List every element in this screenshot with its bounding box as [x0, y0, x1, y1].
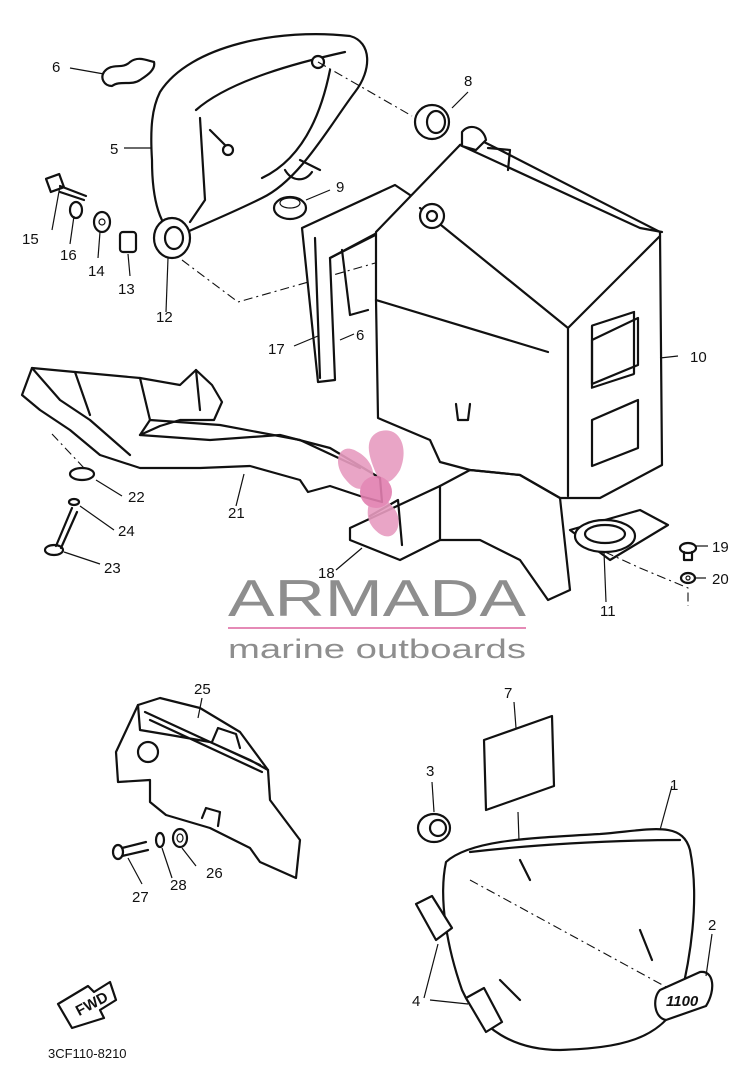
label-7: 7: [504, 685, 512, 702]
part-24-washer[interactable]: [67, 497, 81, 507]
part-6-gasket[interactable]: [101, 57, 156, 88]
label-24: 24: [118, 523, 135, 540]
label-2: 2: [708, 917, 716, 934]
part-number-labels: 6 5 8 9 15 16 14 13 12 17 6 10 21 22 24 …: [22, 59, 729, 1010]
part-4-blocks[interactable]: [414, 894, 504, 1034]
label-8: 8: [464, 73, 472, 90]
label-10: 10: [690, 349, 707, 366]
label-11: 11: [600, 603, 616, 620]
label-20: 20: [712, 571, 729, 588]
part-26-grommet[interactable]: [171, 827, 189, 849]
fwd-arrow-badge: FWD: [56, 980, 118, 1030]
part-2-emblem[interactable]: 1100: [654, 970, 714, 1022]
label-6b: 6: [356, 327, 364, 344]
part-9-damper[interactable]: [272, 195, 308, 221]
label-9: 9: [336, 179, 344, 196]
part-10-battery-box[interactable]: [374, 125, 664, 500]
label-1: 1: [670, 777, 678, 794]
part-28-washer[interactable]: [154, 831, 166, 849]
part-12-grommet[interactable]: [152, 216, 192, 260]
label-13: 13: [118, 281, 135, 298]
part-16-washer[interactable]: [68, 200, 84, 220]
part-14-washer[interactable]: [92, 210, 112, 234]
label-19: 19: [712, 539, 729, 556]
part-19-bolt[interactable]: [678, 541, 698, 562]
part-22-clip[interactable]: [68, 466, 96, 482]
label-5: 5: [110, 141, 118, 158]
label-27: 27: [132, 889, 149, 906]
part-7-label[interactable]: [482, 714, 556, 812]
emblem-text: 1100: [666, 993, 699, 1010]
part-27-bolt[interactable]: [111, 840, 150, 861]
label-16: 16: [60, 247, 77, 264]
label-6: 6: [52, 59, 60, 76]
label-17: 17: [268, 341, 285, 358]
label-3: 3: [426, 763, 434, 780]
part-1-side-cover[interactable]: [442, 828, 696, 1052]
brand-name: ARMADA: [228, 570, 526, 628]
label-28: 28: [170, 877, 187, 894]
label-25: 25: [194, 681, 211, 698]
part-21-duct[interactable]: [20, 366, 384, 504]
part-15-bolt[interactable]: [44, 172, 88, 202]
part-13-collar[interactable]: [118, 230, 138, 254]
brand-tagline: marine outboards: [228, 634, 526, 664]
diagram-code: 3CF110-8210: [48, 1046, 127, 1061]
part-23-screw[interactable]: [43, 506, 79, 557]
label-23: 23: [104, 560, 121, 577]
label-22: 22: [128, 489, 145, 506]
label-12: 12: [156, 309, 173, 326]
part-8-grommet[interactable]: [413, 103, 451, 141]
label-21: 21: [228, 505, 245, 522]
part-25-lower-cover[interactable]: [114, 696, 302, 880]
label-18: 18: [318, 565, 335, 582]
part-3-grommet[interactable]: [416, 812, 452, 844]
label-4: 4: [412, 993, 420, 1010]
label-26: 26: [206, 865, 223, 882]
armada-watermark: ARMADA marine outboards: [228, 430, 526, 664]
label-15: 15: [22, 231, 39, 248]
part-5-upper-cover[interactable]: [150, 33, 369, 238]
label-14: 14: [88, 263, 105, 280]
propeller-logo-icon: [337, 430, 404, 537]
callout-leaders: [51, 67, 713, 977]
part-20-washer[interactable]: [679, 571, 697, 585]
